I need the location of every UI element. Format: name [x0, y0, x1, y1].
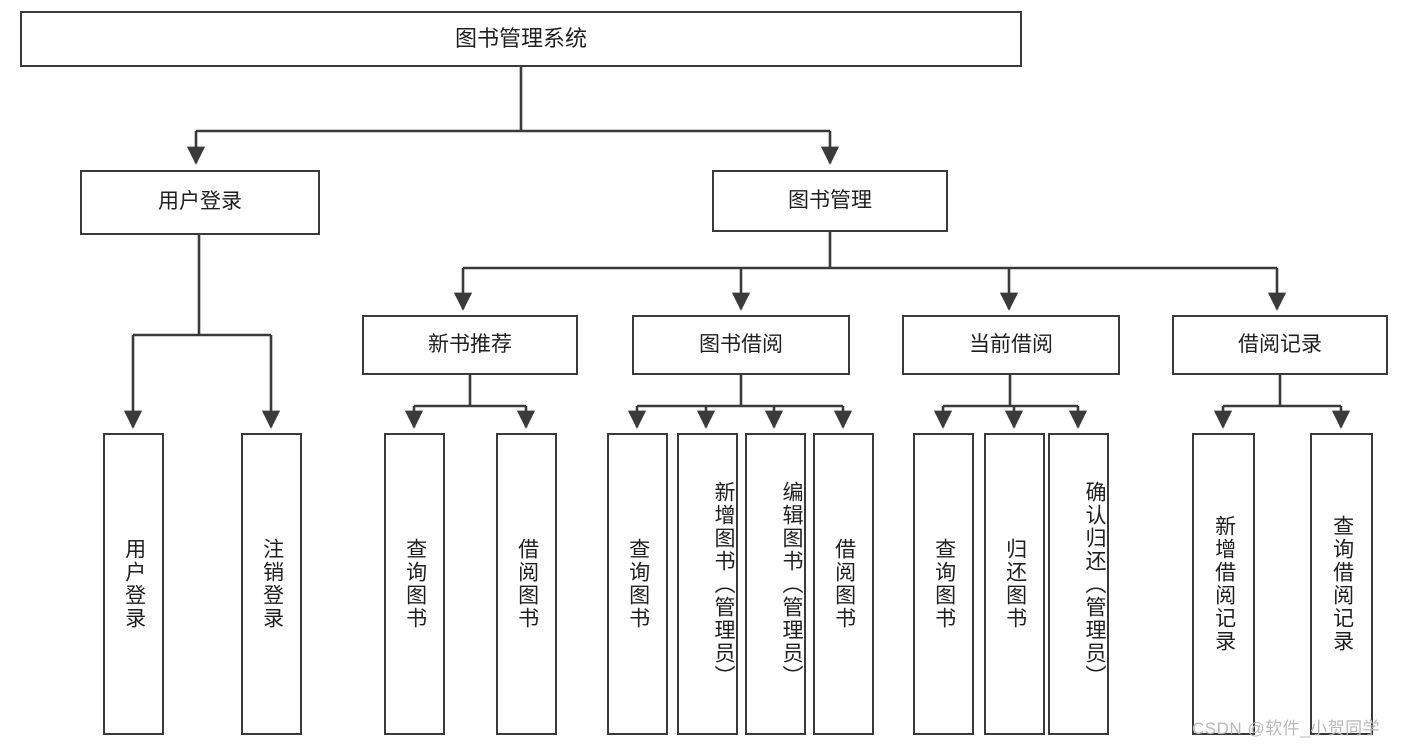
node-book-borrow[interactable]: 图书借阅 [632, 315, 850, 375]
leaf-borrow-record-query-record[interactable]: 查询借阅记录 [1310, 433, 1373, 735]
node-book-management[interactable]: 图书管理 [712, 170, 948, 232]
node-borrow-record[interactable]: 借阅记录 [1172, 315, 1388, 375]
leaf-book-borrow-query-book[interactable]: 查询图书 [607, 433, 668, 735]
leaf-current-borrow-confirm-return-admin[interactable]: 确认归还（管理员） [1048, 433, 1109, 735]
leaf-borrow-record-add-record[interactable]: 新增借阅记录 [1192, 433, 1255, 735]
node-current-borrow[interactable]: 当前借阅 [902, 315, 1120, 375]
leaf-book-borrow-borrow-book[interactable]: 借阅图书 [813, 433, 874, 735]
leaf-current-borrow-query-book[interactable]: 查询图书 [913, 433, 974, 735]
leaf-book-borrow-add-book-admin[interactable]: 新增图书（管理员） [677, 433, 738, 735]
node-root-book-management-system[interactable]: 图书管理系统 [20, 11, 1022, 67]
node-user-login[interactable]: 用户登录 [80, 170, 320, 235]
node-new-book-recommend[interactable]: 新书推荐 [362, 315, 578, 375]
leaf-current-borrow-return-book[interactable]: 归还图书 [984, 433, 1045, 735]
leaf-book-borrow-edit-book-admin[interactable]: 编辑图书（管理员） [745, 433, 806, 735]
leaf-new-book-borrow-book[interactable]: 借阅图书 [496, 433, 557, 735]
leaf-new-book-query-book[interactable]: 查询图书 [384, 433, 445, 735]
csdn-watermark: CSDN @软件_小贺同学 [1192, 719, 1381, 738]
leaf-user-login-logout[interactable]: 注销登录 [241, 433, 302, 735]
leaf-user-login-login[interactable]: 用户登录 [103, 433, 164, 735]
